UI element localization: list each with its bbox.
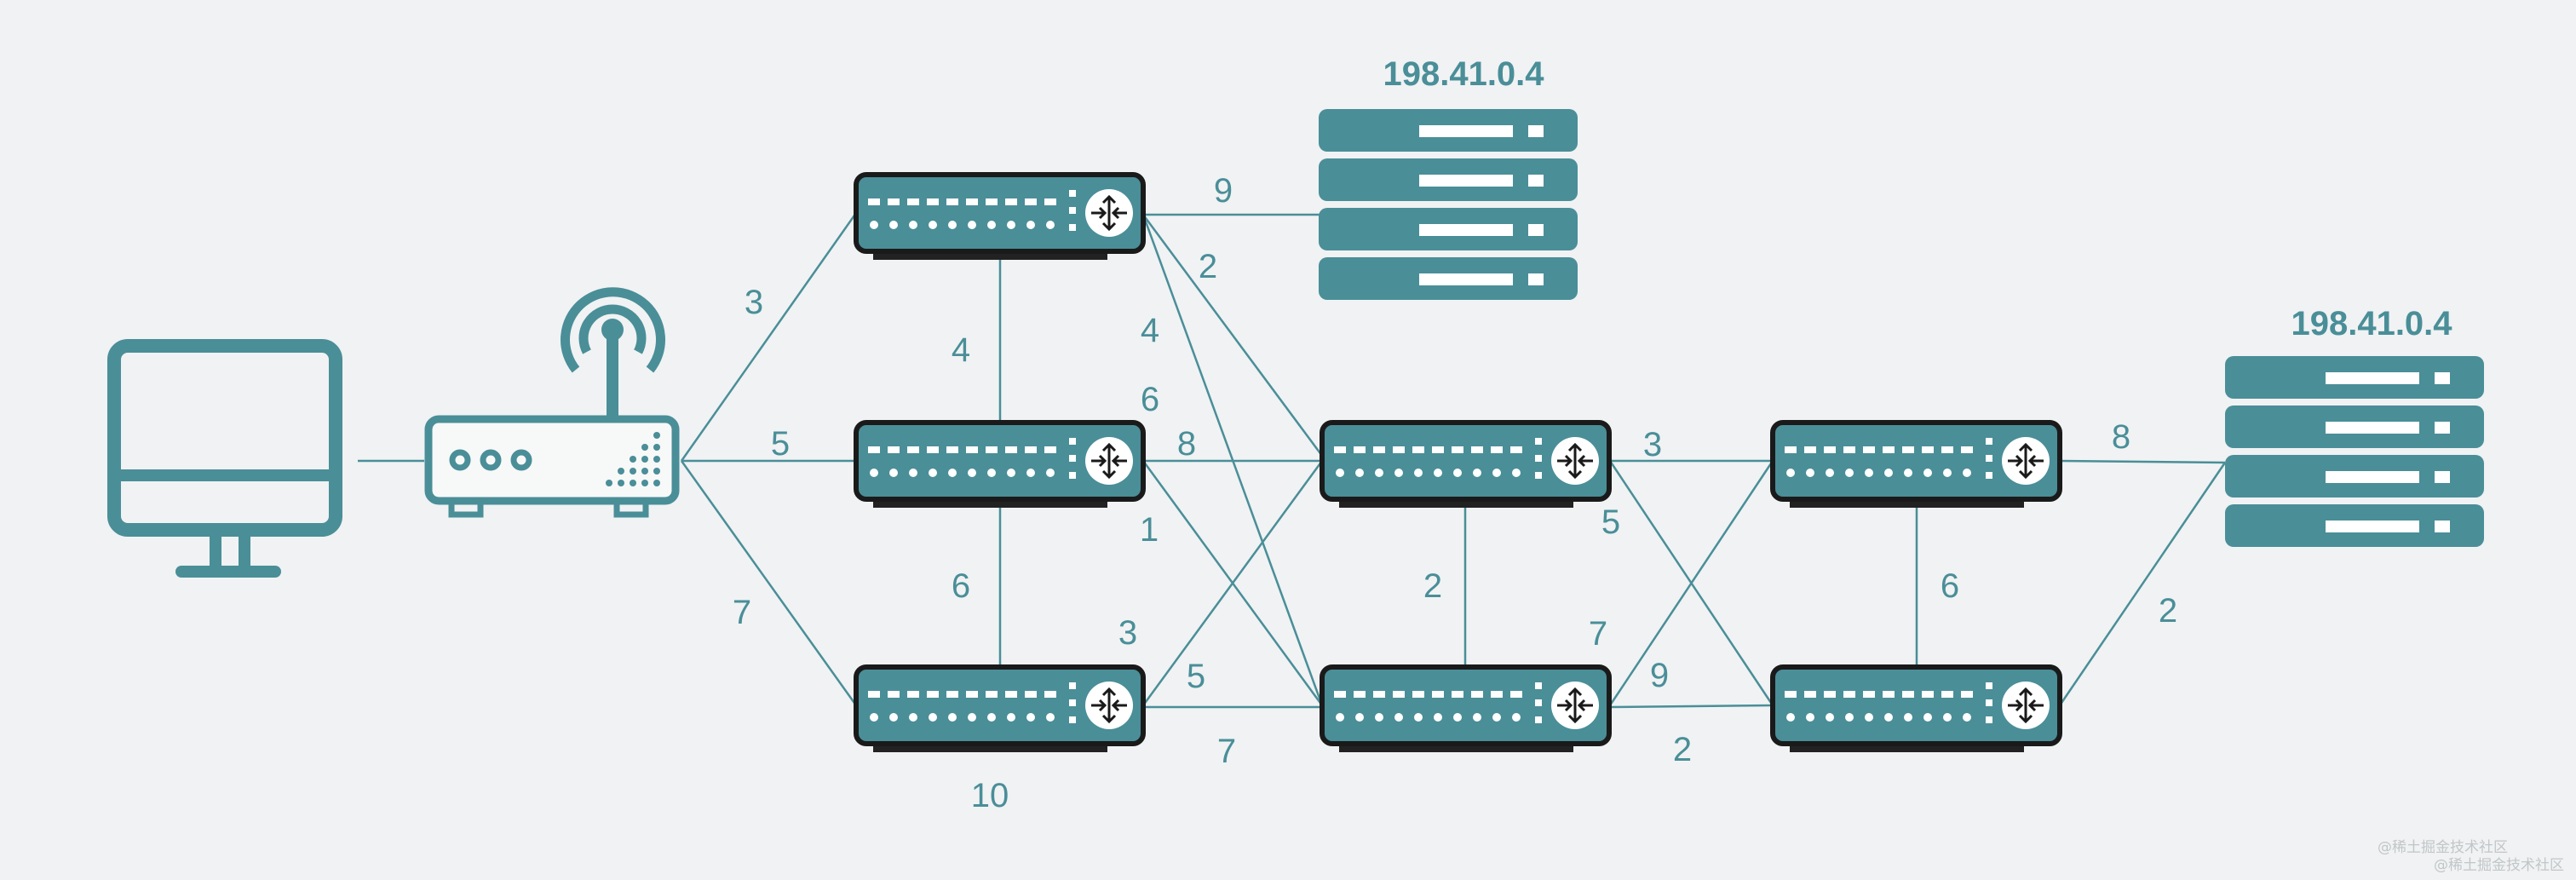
- link-weight: 7: [1589, 615, 1607, 653]
- switch-5: [1322, 667, 1609, 752]
- link-weight: 4: [952, 331, 970, 369]
- link-weight: 5: [1187, 658, 1205, 695]
- link-weight: 10: [971, 777, 1009, 814]
- server-rack-icon: [2225, 356, 2484, 547]
- link-weight: 6: [1141, 381, 1159, 418]
- wifi-router-icon: [424, 287, 680, 518]
- link-weight: 8: [2112, 418, 2130, 456]
- link-weight: 7: [733, 594, 751, 631]
- link-weight: 2: [1423, 567, 1442, 605]
- link-weight: 3: [1118, 614, 1137, 652]
- server-top-ip: 198.41.0.4: [1383, 55, 1544, 93]
- link-weight: 7: [1217, 733, 1236, 770]
- link-weight: 2: [1199, 248, 1217, 285]
- switch-2: [856, 423, 1143, 508]
- link-weight: 5: [771, 425, 790, 463]
- link-weight: 9: [1214, 172, 1233, 210]
- link-weight: 4: [1141, 312, 1159, 349]
- link-weight: 9: [1650, 657, 1669, 694]
- link-weight: 2: [1673, 731, 1692, 768]
- watermark-line-2: @稀土掘金技术社区: [2434, 857, 2564, 874]
- link-weight: 6: [952, 567, 970, 605]
- server-right-ip: 198.41.0.4: [2291, 305, 2452, 342]
- computer-icon: [107, 339, 342, 578]
- link-weight: 8: [1177, 425, 1196, 463]
- switch-6: [1773, 423, 2060, 508]
- link-weight: 2: [2159, 592, 2177, 630]
- link-weight: 3: [745, 284, 763, 321]
- switch-7: [1773, 667, 2060, 752]
- switch-3: [856, 667, 1143, 752]
- link-weight: 1: [1140, 511, 1159, 549]
- server-rack-icon: [1319, 109, 1578, 300]
- link-weights: 3 5 7 4 6 9 2 4 6 8 1 3 5 7 10 2 3 5 7 9…: [733, 172, 2177, 814]
- watermark: @稀土掘金技术社区 @稀土掘金技术社区: [2378, 839, 2564, 874]
- link-weight: 5: [1601, 503, 1620, 541]
- switch-4: [1322, 423, 1609, 508]
- link-weight: 6: [1941, 567, 1959, 605]
- link-weight: 3: [1643, 426, 1662, 463]
- switch-1: [856, 175, 1143, 260]
- watermark-line-1: @稀土掘金技术社区: [2378, 839, 2508, 856]
